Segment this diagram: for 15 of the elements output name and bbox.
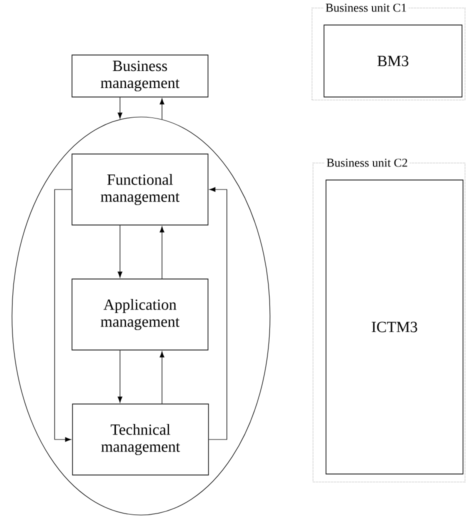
arrow <box>118 97 122 119</box>
arrow <box>160 226 164 279</box>
process-box: Business management <box>72 54 208 98</box>
arrow <box>54 189 72 442</box>
process-box: Technical management <box>72 404 209 476</box>
arrow <box>160 98 164 120</box>
arrow <box>118 225 122 278</box>
process-box: ICTM3 <box>326 180 464 474</box>
process-box: BM3 <box>324 24 462 98</box>
process-box: Functional management <box>72 154 208 226</box>
ellipse <box>12 116 270 516</box>
arrow <box>118 350 122 403</box>
arrow <box>160 351 164 404</box>
arrow <box>208 187 228 440</box>
process-box: Application management <box>72 278 208 350</box>
